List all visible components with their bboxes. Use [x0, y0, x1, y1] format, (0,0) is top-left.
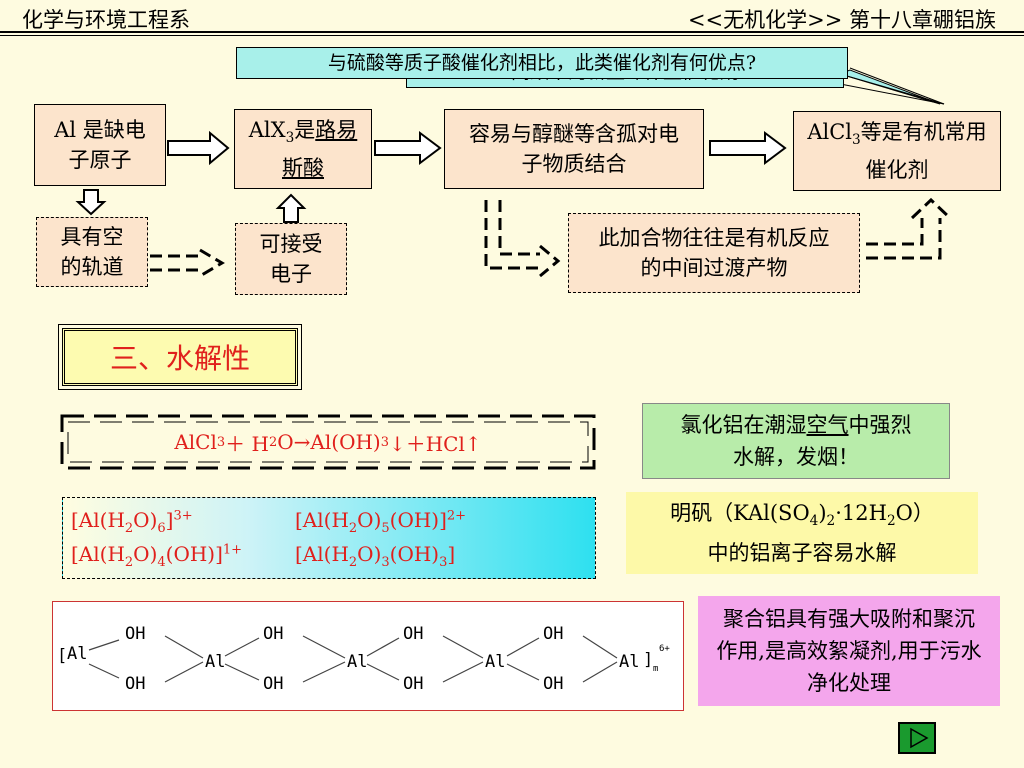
- empty-orbital-text: 具有空的轨道: [60, 225, 124, 279]
- aluminum-aqua-ions: [Al(H2O)6]3+ [Al(H2O)5(OH)]2+ [Al(H2O)4(…: [62, 497, 596, 579]
- department-title: 化学与环境工程系: [22, 8, 190, 32]
- note-polyaluminum-flocculant: 聚合铝具有强大吸附和聚沉作用,是高效絮凝剂,用于污水净化处理: [698, 596, 1000, 706]
- lone-pair-text: 容易与醇醚等含孤对电子物质结合: [469, 122, 679, 176]
- polyaluminum-description: 聚合铝具有强大吸附和聚沉作用,是高效絮凝剂,用于污水净化处理: [716, 607, 982, 695]
- structure-al: Al: [485, 652, 506, 672]
- course-chapter-title: <<无机化学>> 第十八章硼铝族: [687, 8, 996, 32]
- structure-oh: OH: [263, 674, 284, 694]
- callout-question[interactable]: 与硫酸等质子酸催化剂相比，此类催化剂有何优点?: [236, 47, 848, 79]
- ion-tetraaqua-hydroxo: [Al(H2O)4(OH)]1+: [71, 542, 243, 570]
- alcl3-catalyst-text: AlCl3等是有机常用催化剂: [807, 119, 987, 183]
- section-title-hydrolysis: 三、水解性: [58, 324, 302, 390]
- al-electron-deficient-text: Al 是缺电子原子: [54, 118, 146, 172]
- structure-bracket-close: ]: [643, 650, 654, 670]
- intermediate-text: 此加合物往往是有机反应的中间过渡产物: [598, 226, 830, 280]
- ion-hexaaqua: [Al(H2O)6]3+: [71, 508, 193, 536]
- structure-bracket-open: [: [57, 646, 68, 666]
- structure-oh: OH: [125, 624, 146, 644]
- polyaluminum-structure: [ Al OH OH Al OH OH Al OH OH Al OH OH Al…: [52, 601, 684, 711]
- structure-oh: OH: [543, 674, 564, 694]
- structure-charge: 6+: [659, 644, 670, 654]
- header-divider: [0, 31, 1024, 33]
- arrow-up-alx3: [275, 193, 307, 223]
- box-alcl3-catalyst: AlCl3等是有机常用催化剂: [793, 111, 1001, 191]
- arrow-down-al: [75, 189, 107, 216]
- box-accept-electrons: 可接受电子: [235, 223, 347, 295]
- structure-al: Al: [619, 652, 640, 672]
- dashed-arrow-ether: [484, 200, 561, 278]
- dashed-arrow-orbital: [150, 248, 225, 278]
- equation-frame: [60, 414, 596, 470]
- header-divider-thin: [0, 35, 1024, 36]
- structure-oh: OH: [403, 674, 424, 694]
- next-slide-button[interactable]: [898, 722, 936, 754]
- box-lone-pair-binding: 容易与醇醚等含孤对电子物质结合: [444, 109, 704, 189]
- play-triangle-icon: [910, 727, 929, 749]
- polyaluminum-bonds: [88, 635, 618, 683]
- structure-oh: OH: [263, 624, 284, 644]
- flow-arrows-right: [167, 130, 787, 166]
- structure-oh: OH: [403, 624, 424, 644]
- box-empty-orbital: 具有空的轨道: [36, 217, 148, 287]
- structure-al: Al: [205, 652, 226, 672]
- structure-al: Al: [347, 652, 368, 672]
- note-fuming-in-humid-air: 氯化铝在潮湿空气中强烈水解，发烟！: [642, 403, 950, 479]
- structure-subscript-m: m: [653, 664, 659, 674]
- structure-oh: OH: [543, 624, 564, 644]
- box-alx3-lewis-acid: AlX3是路易斯酸: [234, 109, 372, 189]
- dashed-arrow-intermediate: [866, 197, 952, 260]
- alum-description: 中的铝离子容易水解: [707, 541, 897, 566]
- ion-pentaaqua-hydroxo: [Al(H2O)5(OH)]2+: [295, 508, 467, 536]
- alx3-text: AlX3是路易斯酸: [248, 117, 358, 181]
- structure-al: Al: [67, 644, 88, 664]
- box-al-electron-deficient: Al 是缺电子原子: [34, 104, 166, 186]
- alum-formula: 明矾（KAl(SO4)2·12H2O）: [670, 500, 934, 530]
- structure-oh: OH: [125, 674, 146, 694]
- box-intermediate: 此加合物往往是有机反应的中间过渡产物: [568, 213, 860, 293]
- note-alum-hydrolysis: 明矾（KAl(SO4)2·12H2O） 中的铝离子容易水解: [626, 492, 978, 574]
- ion-triaqua-trihydroxo: [Al(H2O)3(OH)3]: [295, 542, 456, 570]
- accept-electrons-text: 可接受电子: [259, 232, 323, 286]
